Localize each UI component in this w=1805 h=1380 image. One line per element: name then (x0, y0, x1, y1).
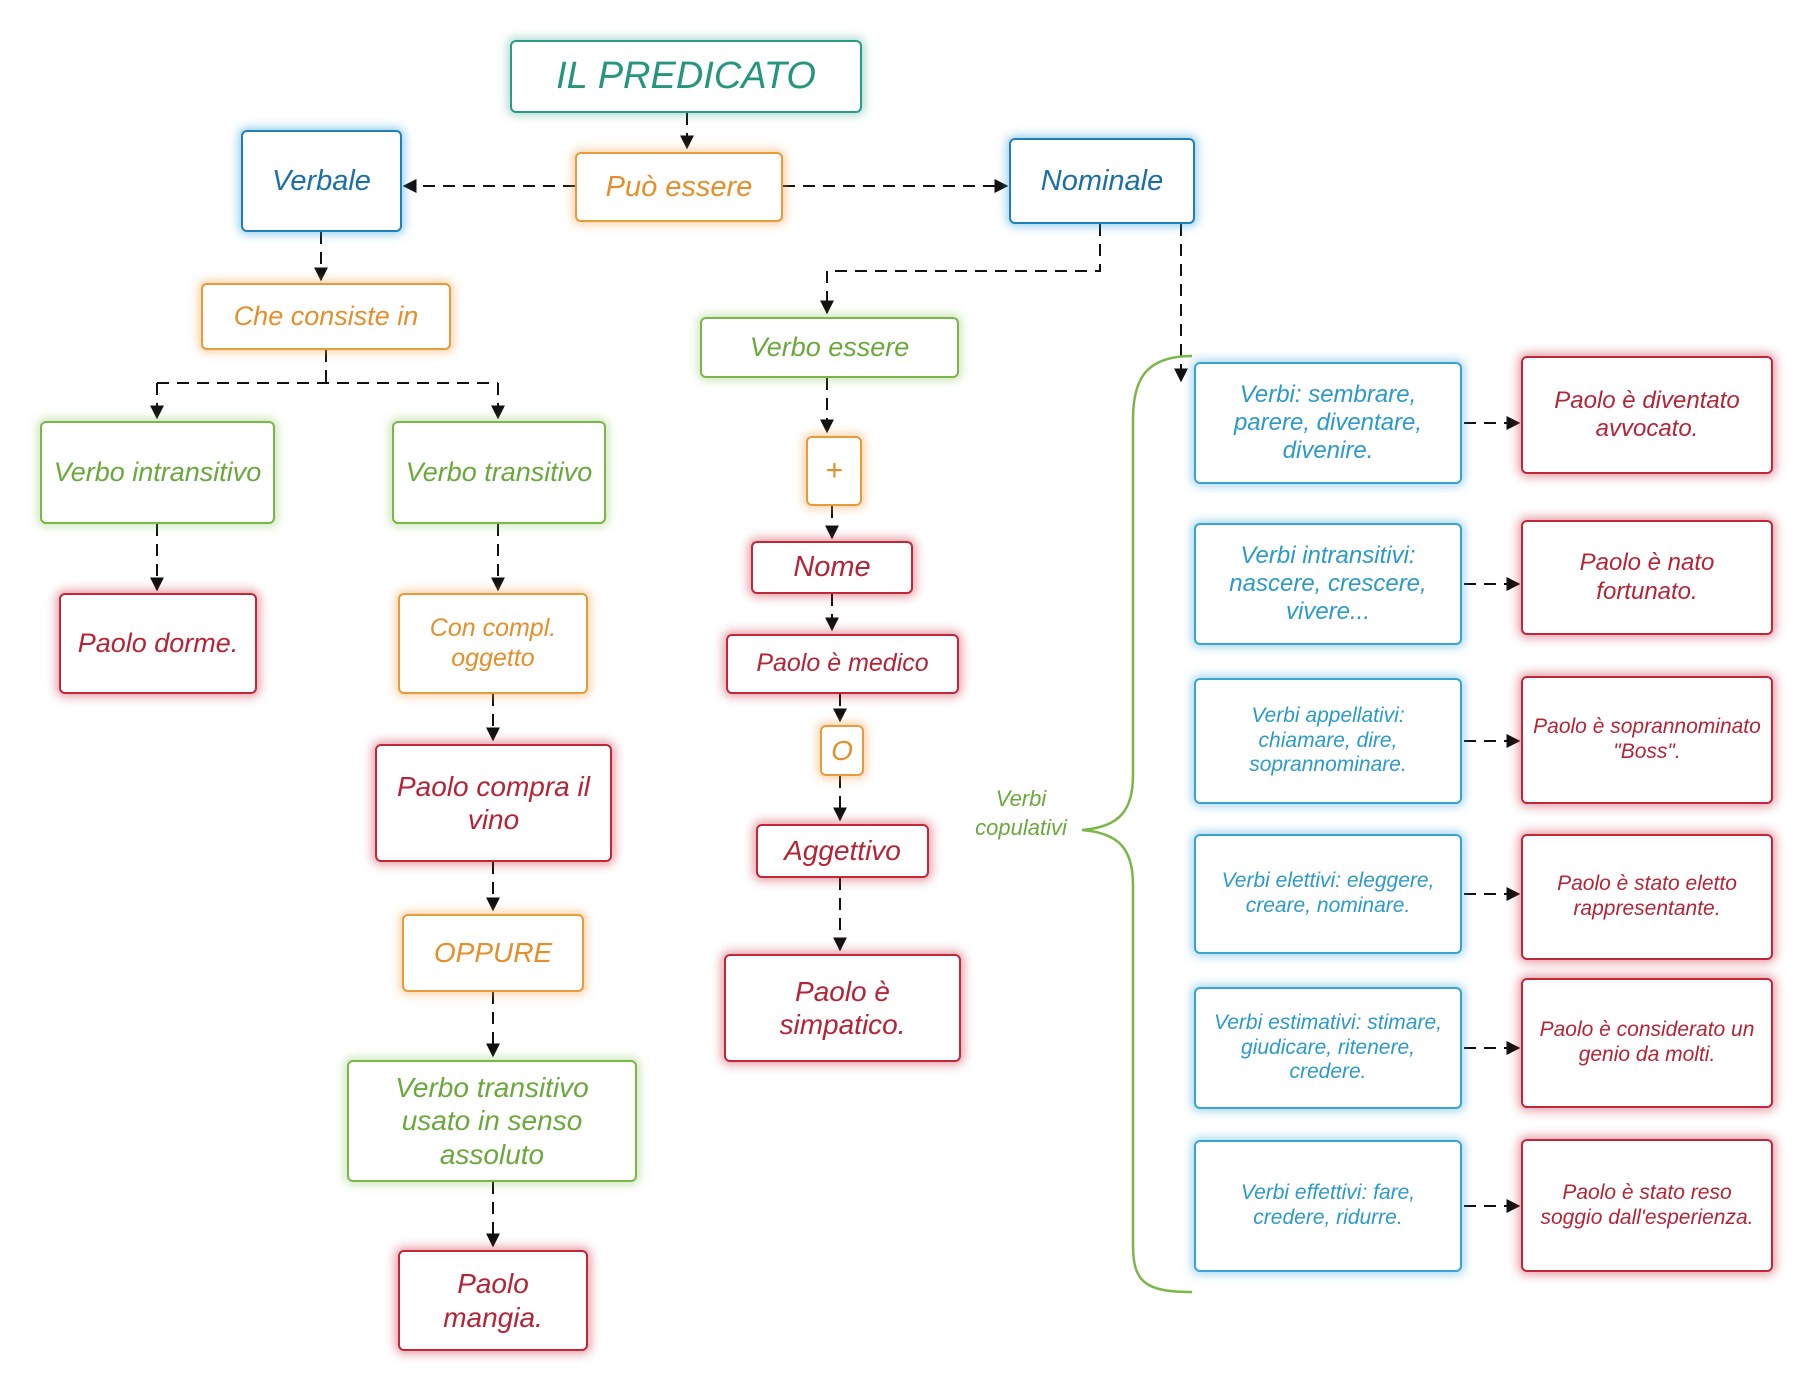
verbi-copulativi-label: Verbi copulativi (975, 786, 1067, 840)
verbo-essere-node: Verbo essere (700, 317, 959, 378)
title-box: IL PREDICATO (510, 40, 862, 113)
paolo-simpatico-node: Paolo è simpatico. (724, 954, 961, 1062)
o-node: O (820, 725, 864, 776)
paolo-compra-node: Paolo compra il vino (375, 744, 612, 862)
copulativi-example-4: Paolo è stato eletto rappresentante. (1521, 834, 1773, 960)
copulativi-verbs-3: Verbi appellativi: chiamare, dire, sopra… (1194, 678, 1462, 804)
paolo-mangia-node: Paolo mangia. (398, 1250, 588, 1351)
con-compl-oggetto-node: Con compl. oggetto (398, 593, 588, 694)
aggettivo-node: Aggettivo (756, 824, 929, 878)
copulativi-verbs-2: Verbi intransitivi: nascere, crescere, v… (1194, 523, 1462, 645)
verbo-transitivo-assoluto-node: Verbo transitivo usato in senso assoluto (347, 1060, 637, 1182)
connector-che-split (157, 350, 498, 384)
nome-node: Nome (751, 541, 913, 594)
verbo-intransitivo-node: Verbo intransitivo (40, 421, 275, 524)
copulativi-example-5: Paolo è considerato un genio da molti. (1521, 978, 1773, 1108)
copulativi-example-6: Paolo è stato reso soggio dall'esperienz… (1521, 1139, 1773, 1272)
copulativi-verbs-4: Verbi elettivi: eleggere, creare, nomina… (1194, 834, 1462, 954)
copulativi-verbs-6: Verbi effettivi: fare, credere, ridurre. (1194, 1140, 1462, 1272)
nominale-node: Nominale (1009, 138, 1195, 224)
copulativi-verbs-1: Verbi: sembrare, parere, diventare, dive… (1194, 362, 1462, 484)
che-consiste-in-node: Che consiste in (201, 283, 451, 350)
copulativi-example-1: Paolo è diventato avvocato. (1521, 356, 1773, 474)
verbo-transitivo-node: Verbo transitivo (392, 421, 606, 524)
copulativi-brace (1081, 354, 1193, 1294)
copulativi-example-3: Paolo è soprannominato "Boss". (1521, 676, 1773, 804)
copulativi-verbs-5: Verbi estimativi: stimare, giudicare, ri… (1194, 987, 1462, 1109)
puo-essere-node: Può essere (575, 152, 783, 222)
connector-nominale-essere (820, 224, 1101, 315)
verbale-node: Verbale (241, 130, 402, 232)
plus-node: + (806, 436, 862, 506)
paolo-dorme-node: Paolo dorme. (59, 593, 257, 694)
oppure-node: OPPURE (402, 914, 584, 992)
paolo-medico-node: Paolo è medico (726, 634, 959, 694)
copulativi-example-2: Paolo è nato fortunato. (1521, 520, 1773, 635)
